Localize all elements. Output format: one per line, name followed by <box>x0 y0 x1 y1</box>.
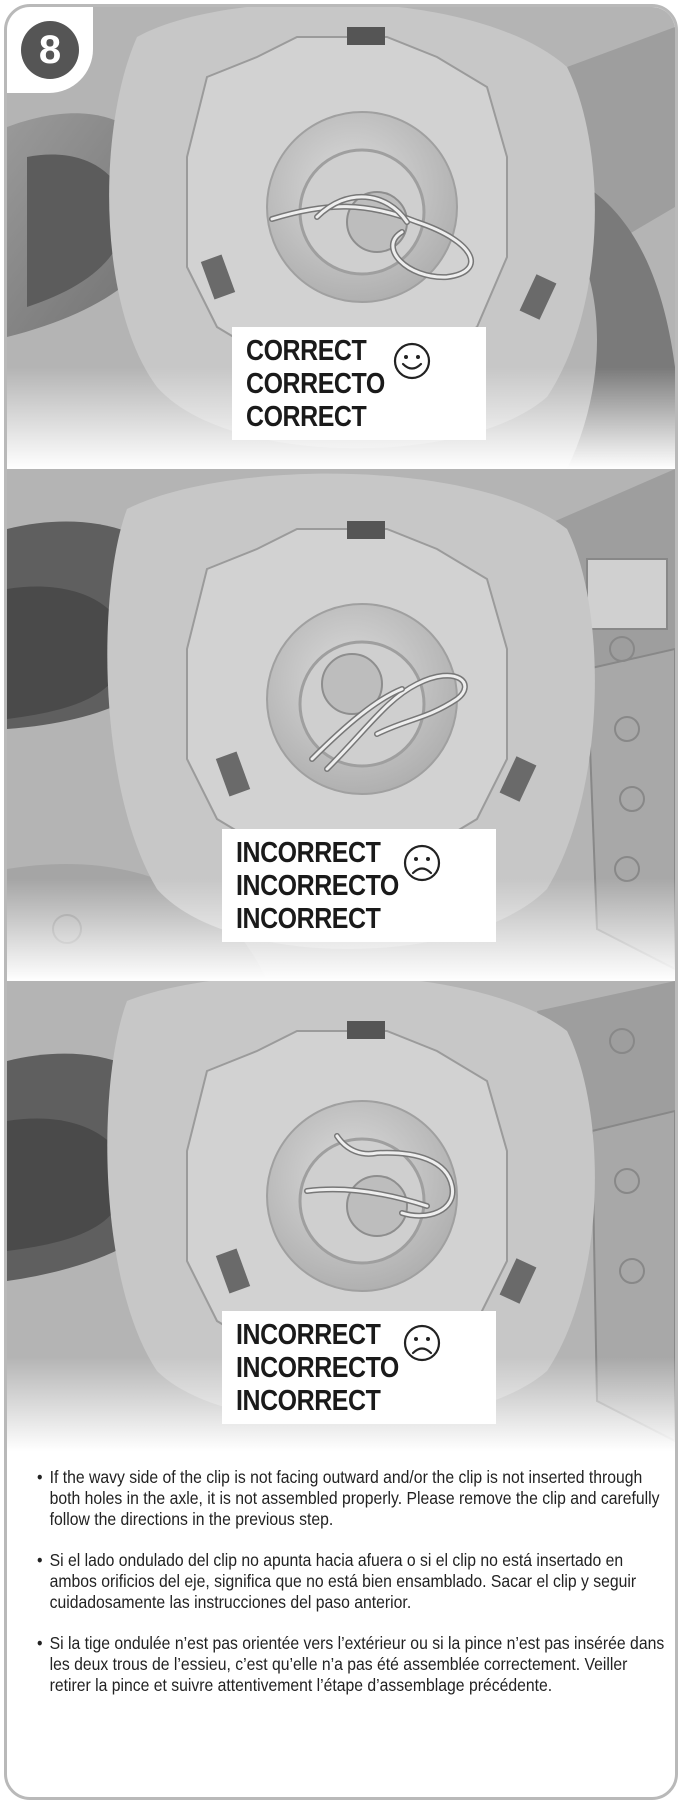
frown-face-icon <box>402 1323 442 1363</box>
bullet-marker: • <box>37 1633 43 1654</box>
frown-face-icon <box>402 843 442 883</box>
illustration-panel-correct: CORRECT CORRECTO CORRECT <box>7 7 675 469</box>
step-number: 8 <box>21 21 79 79</box>
illustration-panel-incorrect-2: INCORRECT INCORRECTO INCORRECT <box>7 981 675 1451</box>
bullet-marker: • <box>37 1467 43 1488</box>
instructions: • If the wavy side of the clip is not fa… <box>37 1467 667 1716</box>
label-french: INCORRECT <box>236 1385 451 1418</box>
correct-label-box: CORRECT CORRECTO CORRECT <box>232 327 486 440</box>
smile-face-icon <box>392 341 432 381</box>
label-french: INCORRECT <box>236 903 451 936</box>
illustration-panel-incorrect-1: INCORRECT INCORRECTO INCORRECT <box>7 469 675 981</box>
label-french: CORRECT <box>246 401 444 434</box>
bullet-marker: • <box>37 1550 43 1571</box>
instruction-english: • If the wavy side of the clip is not fa… <box>37 1467 671 1530</box>
incorrect-label-box-1: INCORRECT INCORRECTO INCORRECT <box>222 829 496 942</box>
step-number-badge: 8 <box>7 7 93 93</box>
instruction-text: Si la tige ondulée n’est pas orientée ve… <box>50 1633 665 1695</box>
instruction-french: • Si la tige ondulée n’est pas orientée … <box>37 1633 671 1696</box>
instruction-text: Si el lado ondulado del clip no apunta h… <box>50 1550 637 1612</box>
incorrect-label-box-2: INCORRECT INCORRECTO INCORRECT <box>222 1311 496 1424</box>
instruction-spanish: • Si el lado ondulado del clip no apunta… <box>37 1550 671 1613</box>
instruction-text: If the wavy side of the clip is not faci… <box>50 1467 660 1529</box>
instruction-card: 8 <box>4 4 678 1800</box>
